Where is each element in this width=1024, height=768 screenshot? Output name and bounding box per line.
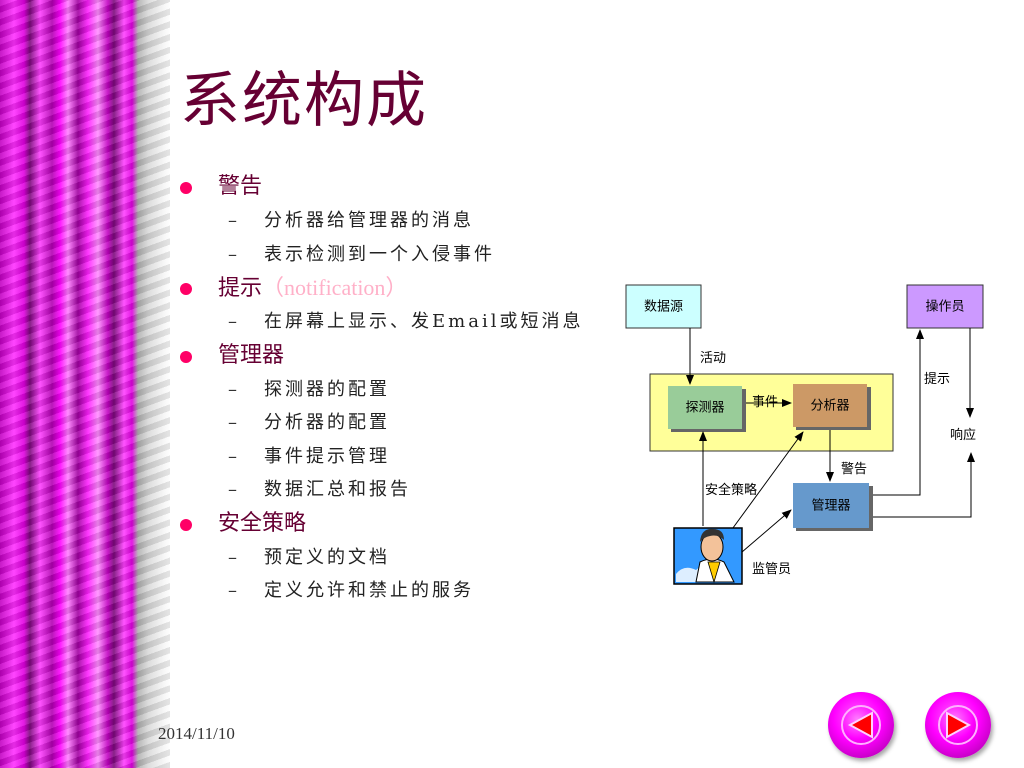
prev-slide-button[interactable] [828, 692, 894, 758]
datasource-label: 数据源 [644, 300, 683, 315]
dash-icon: – [228, 546, 240, 568]
dash-icon: – [228, 412, 240, 433]
sub-bullet-label: 在屏幕上显示、发Email或短消息 [264, 311, 584, 332]
analyzer-node [793, 384, 867, 427]
dash-icon: – [228, 445, 240, 467]
sub-bullet-item: – 定义允许和禁止的服务 [178, 574, 618, 608]
next-slide-button[interactable] [925, 692, 991, 758]
dash-icon: – [228, 210, 240, 231]
sub-bullet-label: 事件提示管理 [264, 445, 390, 467]
sub-bullet-item: – 分析器的配置 [178, 406, 618, 440]
edge-activity-label: 活动 [700, 351, 726, 366]
edge-admin-to-manager-arrow [741, 509, 792, 553]
bullet-dot-icon [180, 350, 192, 363]
sub-bullet-item: – 分析器给管理器的消息 [178, 204, 618, 238]
bullet-dot-icon [180, 182, 192, 194]
analyzer-label: 分析器 [810, 399, 849, 414]
sub-bullet-label: 数据汇总和报告 [264, 479, 411, 500]
edge-notification-label: 提示 [924, 371, 950, 387]
decorative-side-stripes [0, 0, 170, 768]
sub-bullet-item: – 在屏幕上显示、发Email或短消息 [178, 305, 618, 339]
slide-date: 2014/11/10 [158, 724, 235, 743]
bullet-item-manager: 管理器 [178, 339, 618, 373]
sub-bullet-label: 预定义的文档 [264, 546, 390, 568]
manager-node [793, 483, 869, 528]
edge-response-arrow [873, 452, 975, 518]
sub-bullet-label: 定义允许和禁止的服务 [264, 580, 474, 601]
triangle-right-icon [946, 711, 972, 739]
bullet-label: 管理器 [218, 342, 285, 368]
sensor-label: 探测器 [685, 401, 724, 416]
manager-label: 管理器 [811, 499, 850, 514]
edge-policy-to-analyzer-arrow [729, 431, 804, 533]
administrator-label: 监管员 [752, 562, 791, 577]
operator-label: 操作员 [925, 299, 964, 315]
bullet-item-security-policy: 安全策略 [178, 507, 618, 541]
edge-response-label: 响应 [950, 427, 976, 443]
datasource-node [625, 284, 702, 329]
sub-bullet-item: – 预定义的文档 [178, 541, 618, 575]
edge-event-label: 事件 [752, 395, 778, 410]
operator-node [906, 284, 984, 329]
dash-icon: – [228, 378, 240, 400]
bullet-label: 警告 [218, 174, 263, 199]
bullet-outline: 警告 – 分析器给管理器的消息 – 表示检测到一个入侵事件 提示（notificat… [178, 170, 618, 608]
dash-icon: – [228, 243, 240, 265]
edge-security-policy-label: 安全策略 [705, 482, 757, 498]
bullet-item-alert: 警告 [178, 170, 618, 204]
slide-title: 系统构成 [180, 66, 428, 136]
triangle-left-icon [847, 711, 873, 739]
dash-icon: – [228, 580, 240, 601]
sub-bullet-item: – 数据汇总和报告 [178, 473, 618, 507]
dash-icon: – [228, 311, 240, 332]
bullet-dot-icon [180, 283, 192, 295]
sub-bullet-item: – 探测器的配置 [178, 373, 618, 407]
edge-notification-arrow [873, 329, 924, 496]
dash-icon: – [228, 479, 240, 500]
sub-bullet-label: 分析器的配置 [264, 412, 390, 433]
sub-bullet-label: 分析器给管理器的消息 [264, 210, 474, 231]
bullet-hint: （notification） [262, 275, 408, 300]
ids-architecture-diagram: 数据源 操作员 探测器 分析器 管理器 活动 事件 警告 提示 响应 安全策略 … [625, 284, 984, 585]
sub-bullet-item: – 表示检测到一个入侵事件 [178, 238, 618, 272]
bullet-label: 安全策略 [218, 510, 307, 536]
sub-bullet-label: 探测器的配置 [264, 378, 390, 400]
bullet-label: 提示 [218, 276, 263, 301]
bullet-dot-icon [180, 518, 192, 531]
bullet-item-notification: 提示（notification） [178, 271, 618, 305]
administrator-person-icon [673, 527, 743, 585]
edge-alert-label: 警告 [841, 461, 867, 477]
sub-bullet-label: 表示检测到一个入侵事件 [264, 243, 495, 265]
sub-bullet-item: – 事件提示管理 [178, 440, 618, 474]
sensor-node [668, 386, 742, 429]
